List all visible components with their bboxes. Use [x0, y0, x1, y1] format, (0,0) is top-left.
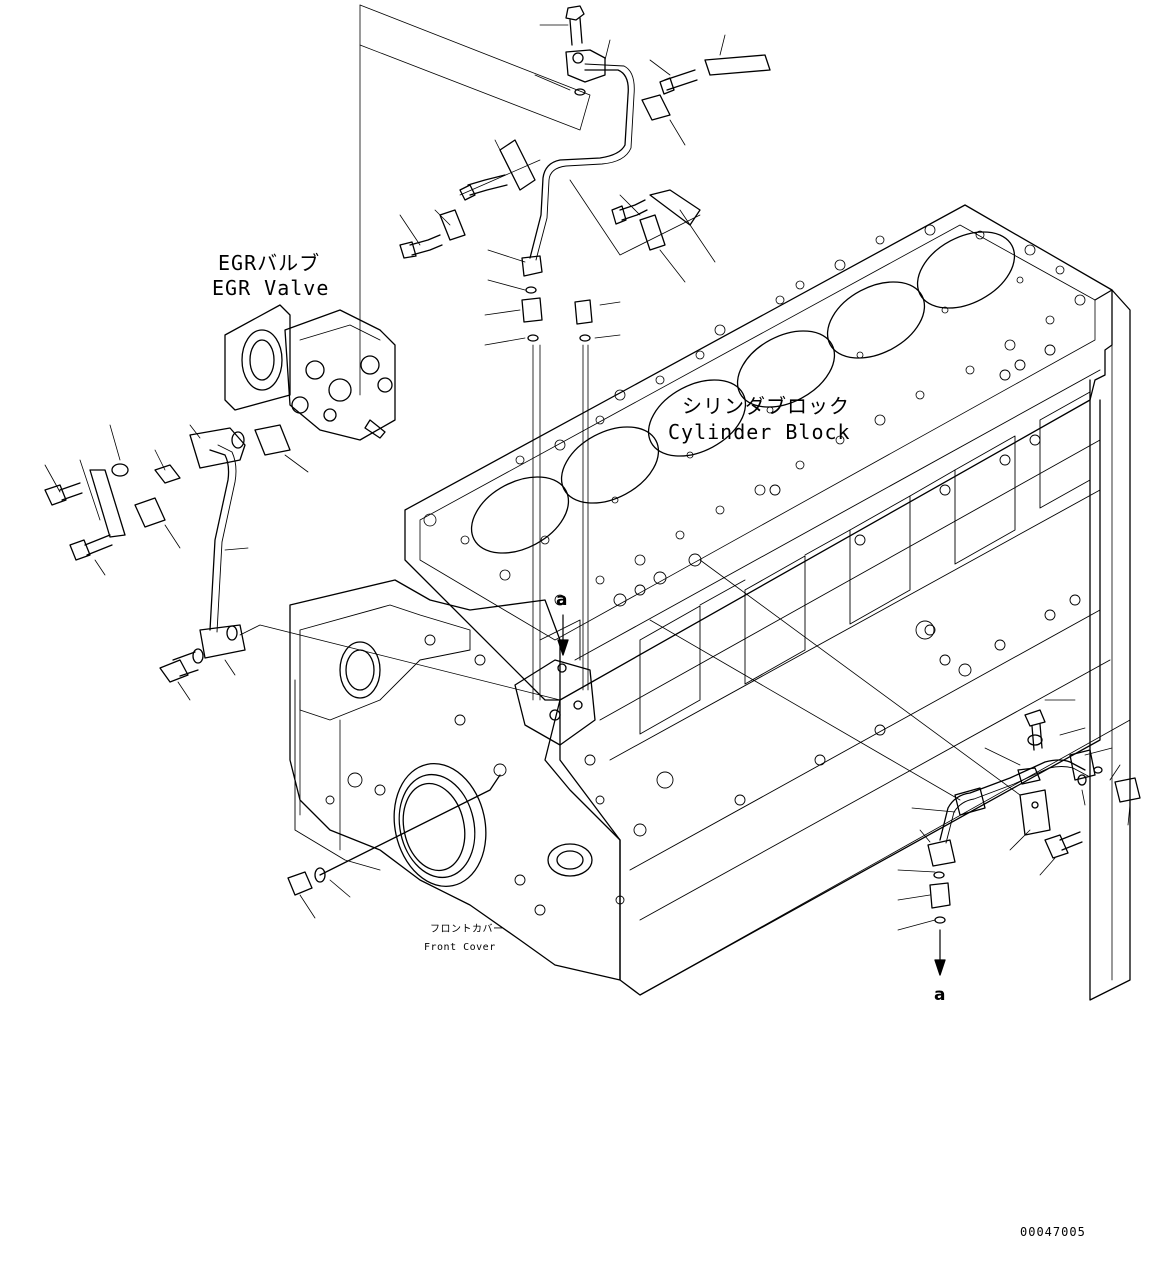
- front-cover-label-jp: フロントカバー: [430, 924, 504, 935]
- egr-valve-drawing: [224, 304, 396, 441]
- reference-label-a-top: a: [556, 590, 568, 610]
- cylinder-block-drawing: [289, 204, 1131, 1001]
- egr-valve-label-jp: EGRバルブ: [218, 251, 321, 275]
- cylinder-block-label-jp: シリンダブロック: [682, 394, 850, 418]
- right-tube-assembly: [649, 559, 1141, 976]
- reference-label-a-bottom: a: [934, 985, 946, 1005]
- reference-arrow-a: [557, 614, 569, 656]
- cylinder-block-label-en: Cylinder Block: [668, 420, 851, 444]
- drawing-number: 00047005: [1020, 1225, 1086, 1239]
- egr-valve-label-en: EGR Valve: [212, 276, 330, 300]
- top-tube-assembly: [359, 4, 771, 701]
- front-cover-label-en: Front Cover: [424, 942, 496, 953]
- front-plug: [287, 774, 501, 919]
- left-tube-assembly: [44, 424, 561, 701]
